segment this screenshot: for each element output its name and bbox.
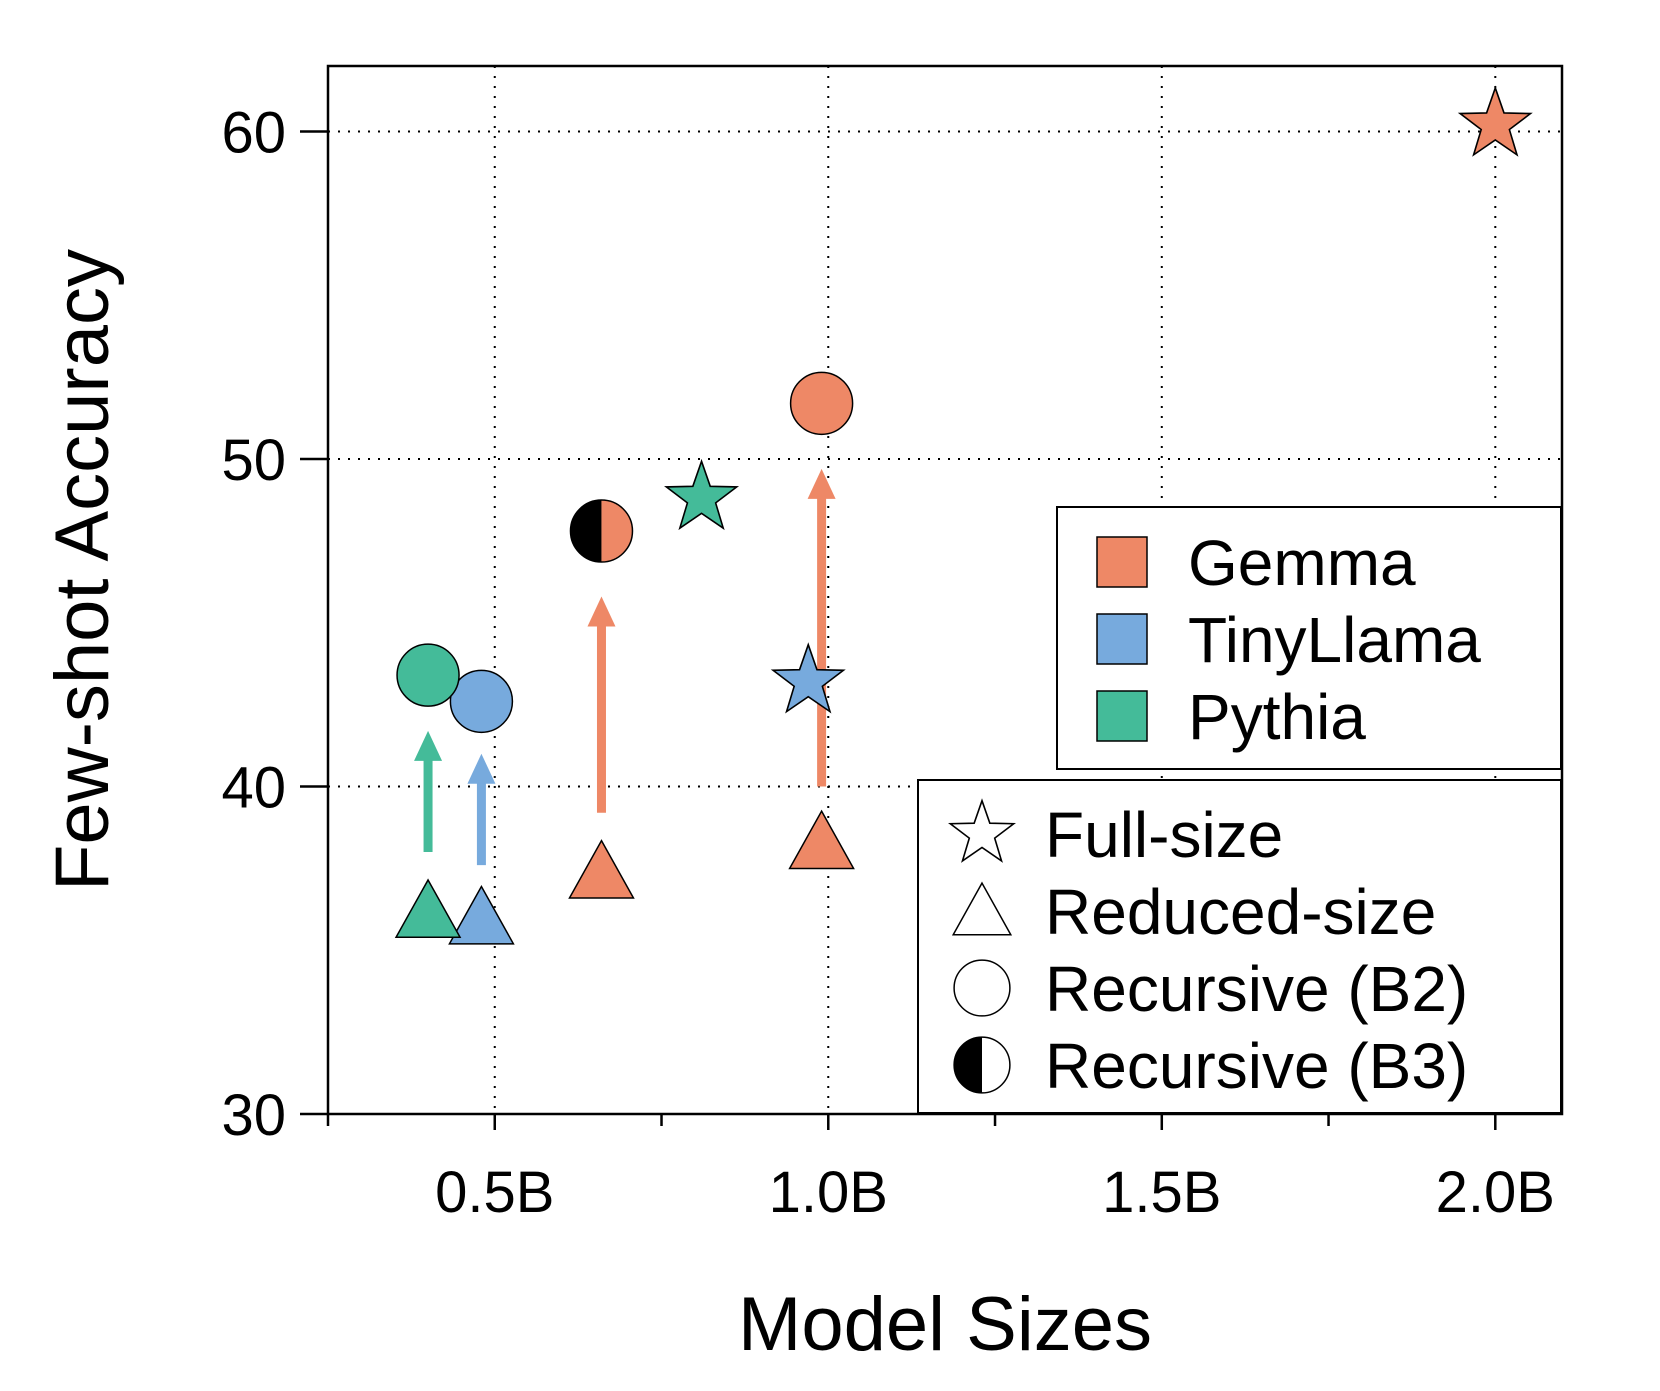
- point-gemma-half-circle-outline: [569, 499, 634, 563]
- legend-swatch: [1096, 690, 1148, 742]
- point-pythia-triangle: [394, 878, 462, 939]
- point-tinyllama-triangle: [448, 884, 515, 945]
- y-tick-label: 60: [221, 101, 286, 166]
- data-points: [394, 87, 1532, 945]
- legend-triangle-marker: [951, 881, 1013, 936]
- legend-half-circle-marker-outline: [953, 1036, 1011, 1094]
- legend-circle-marker: [953, 959, 1011, 1017]
- legend-label: Full-size: [1045, 799, 1283, 871]
- legend-label: Reduced-size: [1045, 876, 1436, 948]
- improvement-arrow: [587, 596, 616, 813]
- legend-label: Pythia: [1188, 681, 1366, 753]
- improvement-arrow: [467, 753, 496, 866]
- point-tinyllama-circle: [449, 669, 514, 734]
- improvement-arrows: [414, 468, 836, 866]
- y-tick-label: 30: [221, 1083, 286, 1148]
- legend-label: TinyLlama: [1188, 604, 1481, 676]
- arrow-head: [587, 596, 616, 627]
- legend-swatch: [1096, 536, 1148, 588]
- legend-half-circle-marker-right-half: [982, 1037, 1010, 1093]
- arrow-head: [807, 468, 836, 499]
- legend-label: Recursive (B3): [1045, 1030, 1468, 1102]
- point-gemma-half-circle-right-half: [601, 500, 633, 563]
- point-gemma-half-circle: [569, 499, 634, 563]
- x-axis-title: Model Sizes: [738, 1282, 1152, 1367]
- improvement-arrow: [807, 468, 836, 787]
- improvement-arrow: [414, 730, 443, 852]
- marker-legend-box: [917, 779, 1562, 1114]
- legend-half-circle-marker-left-half: [954, 1037, 982, 1093]
- point-gemma-triangle: [568, 839, 635, 899]
- point-gemma-triangle: [788, 809, 855, 870]
- x-tick-label: 1.0B: [769, 1160, 888, 1225]
- legend-swatch: [1096, 613, 1148, 665]
- point-gemma-star: [1459, 87, 1532, 156]
- point-tinyllama-star: [772, 643, 845, 713]
- legend-label: Recursive (B2): [1045, 953, 1468, 1025]
- y-axis-title: Few-shot Accuracy: [40, 249, 125, 891]
- y-tick-label: 50: [221, 428, 286, 493]
- point-pythia-star: [665, 460, 738, 530]
- point-gemma-half-circle-left-half: [570, 500, 602, 563]
- x-tick-label: 1.5B: [1102, 1160, 1221, 1225]
- point-gemma-circle: [789, 371, 854, 436]
- y-tick-label: 40: [221, 756, 286, 821]
- arrow-head: [467, 753, 496, 784]
- legend-label: Gemma: [1188, 527, 1416, 599]
- point-pythia-circle: [396, 643, 460, 707]
- arrow-head: [414, 730, 443, 761]
- legend-half-circle-marker: [953, 1036, 1011, 1094]
- x-tick-label: 0.5B: [435, 1160, 554, 1225]
- x-tick-label: 2.0B: [1436, 1160, 1555, 1225]
- axis-ticks: 0.5B 1.0B 1.5B 2.0B 30 40 50 60: [221, 101, 1554, 1226]
